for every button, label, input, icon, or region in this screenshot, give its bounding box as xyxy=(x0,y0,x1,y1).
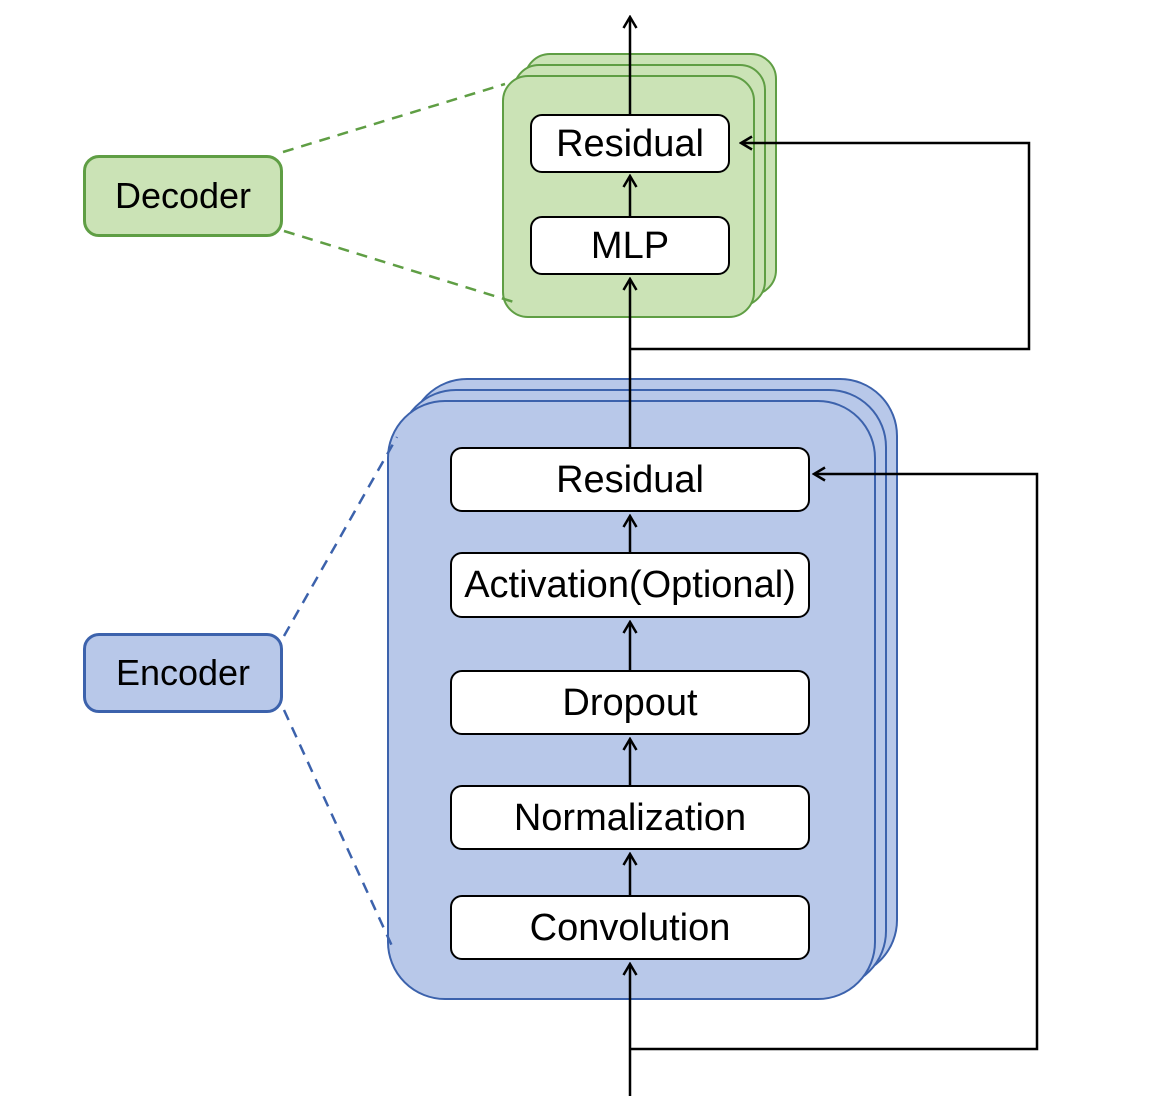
encoder-callout-dash-top xyxy=(282,436,399,637)
encoder-block-dropout-label: Dropout xyxy=(562,681,698,724)
encoder-block-residual: Residual xyxy=(450,447,810,512)
encoder-block-activation-label: Activation(Optional) xyxy=(464,564,796,606)
encoder-block-convolution: Convolution xyxy=(450,895,810,960)
decoder-label-text: Decoder xyxy=(114,175,252,216)
decoder-block-mlp-label: MLP xyxy=(590,224,670,267)
encoder-block-dropout: Dropout xyxy=(450,670,810,735)
decoder-block-residual-label: Residual xyxy=(556,122,704,165)
decoder-callout-dash-bottom xyxy=(283,229,518,305)
encoder-block-activation: Activation(Optional) xyxy=(450,552,810,618)
encoder-label-tag: Encoder xyxy=(83,633,283,713)
encoder-block-convolution-label: Convolution xyxy=(529,906,731,949)
encoder-block-normalization-label: Normalization xyxy=(513,796,747,839)
encoder-label-text: Encoder xyxy=(115,652,251,693)
decoder-label-tag: Decoder xyxy=(83,155,283,237)
encoder-callout-dash-bottom xyxy=(282,709,394,947)
decoder-callout-dash-top xyxy=(282,82,506,154)
encoder-block-residual-label: Residual xyxy=(556,458,704,501)
decoder-skip-connection xyxy=(630,143,1031,351)
encoder-block-normalization: Normalization xyxy=(450,785,810,850)
encoder-skip-connection xyxy=(630,474,1039,1051)
decoder-block-mlp: MLP xyxy=(530,216,730,275)
decoder-block-residual: Residual xyxy=(530,114,730,173)
